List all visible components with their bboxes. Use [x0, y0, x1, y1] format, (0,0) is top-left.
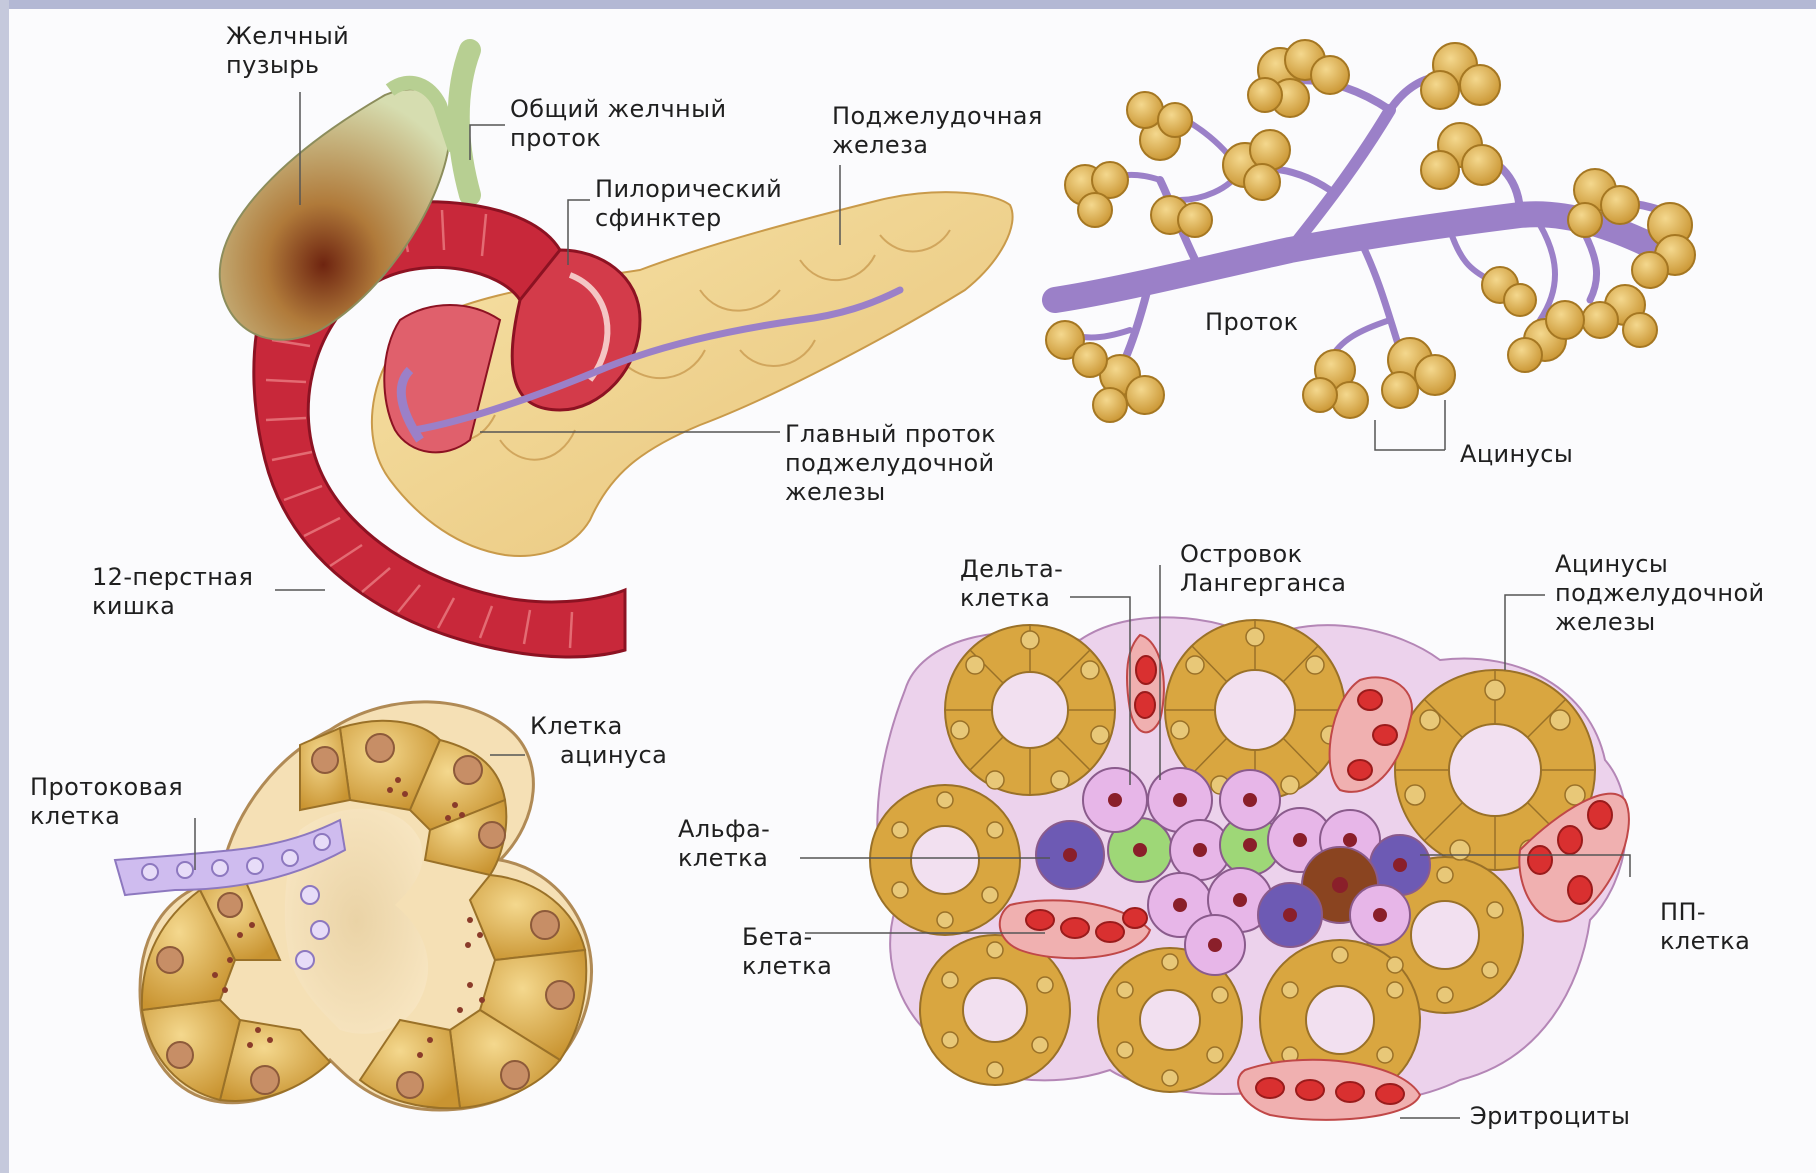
duct-tree-panel	[1046, 40, 1695, 450]
label-erythrocytes: Эритроциты	[1470, 1102, 1630, 1131]
label-delta-cell: Дельта-клетка	[960, 555, 1063, 613]
label-duct: Проток	[1205, 308, 1299, 337]
gallbladder	[220, 89, 450, 340]
acinus-detail-panel	[115, 702, 592, 1110]
label-pp-cell: ПП-клетка	[1660, 898, 1750, 956]
label-beta-cell: Бета-клетка	[742, 923, 832, 981]
tree-leader-lines	[1375, 400, 1445, 450]
label-alpha-cell: Альфа-клетка	[678, 815, 770, 873]
islet-histology-panel	[800, 565, 1630, 1120]
common-bile-duct	[459, 50, 470, 195]
label-acini: Ацинусы	[1460, 440, 1573, 469]
